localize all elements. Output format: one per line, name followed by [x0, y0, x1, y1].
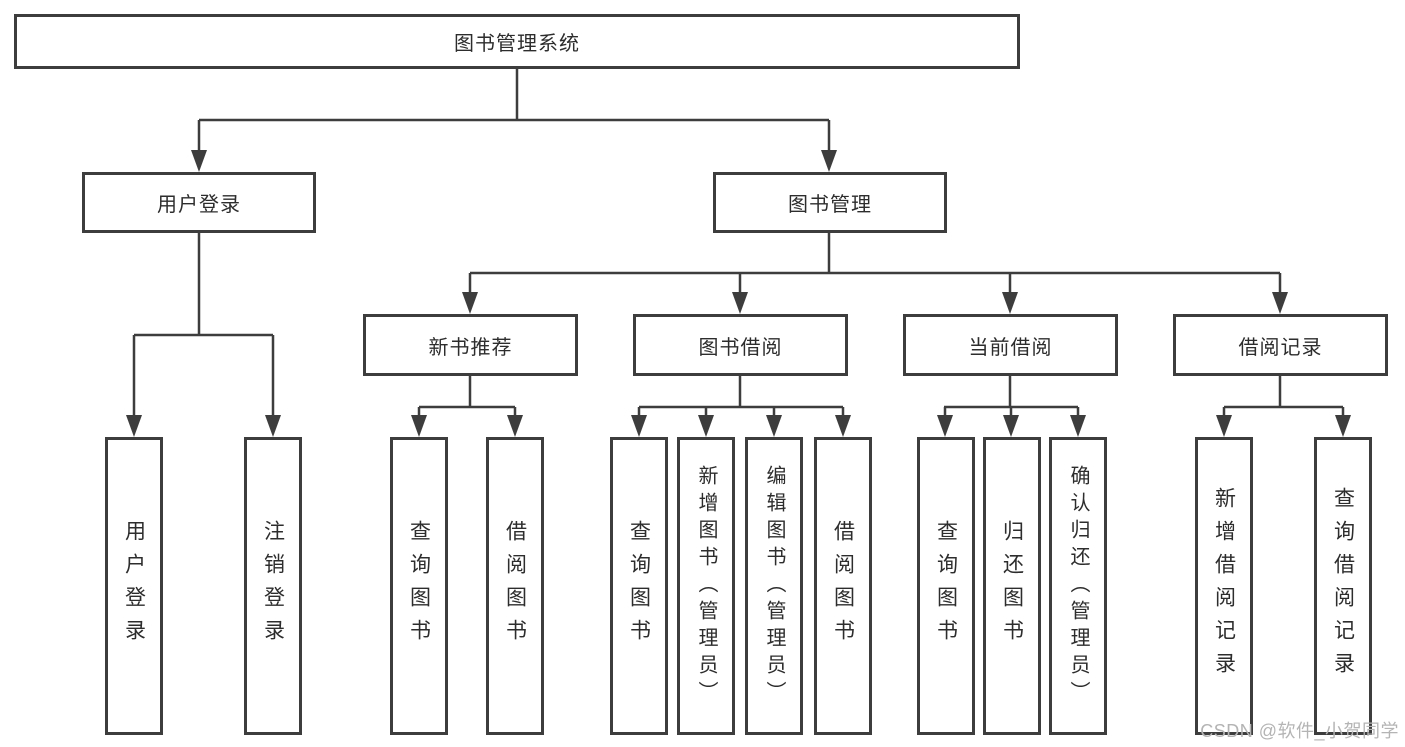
arrow-down-icon: [191, 150, 207, 172]
leaf-borrow-edit-books-admin-label: 编辑图书（管理员）: [763, 464, 785, 708]
node-user-login: 用户登录: [82, 172, 316, 233]
arrow-down-icon: [835, 415, 851, 437]
arrow-down-icon: [1335, 415, 1351, 437]
leaf-current-query-books: 查询图书: [917, 437, 975, 735]
node-current-borrow: 当前借阅: [903, 314, 1118, 376]
leaf-borrow-borrow-books: 借阅图书: [814, 437, 872, 735]
node-borrow-records-label: 借阅记录: [1238, 336, 1323, 359]
leaf-user-login-label: 用户登录: [122, 520, 146, 652]
leaf-borrow-query-books-label: 查询图书: [627, 520, 651, 652]
node-new-book-recommend-label: 新书推荐: [428, 336, 513, 359]
node-borrow-records: 借阅记录: [1173, 314, 1388, 376]
node-new-book-recommend: 新书推荐: [363, 314, 578, 376]
leaf-newbook-query-books-label: 查询图书: [407, 520, 431, 652]
arrow-down-icon: [1272, 292, 1288, 314]
leaf-records-add-record-label: 新增借阅记录: [1212, 487, 1236, 685]
node-root-label: 图书管理系统: [454, 33, 580, 55]
leaf-borrow-borrow-books-label: 借阅图书: [831, 520, 855, 652]
node-root-system: 图书管理系统: [14, 14, 1020, 69]
leaf-user-login: 用户登录: [105, 437, 163, 735]
leaf-records-add-record: 新增借阅记录: [1195, 437, 1253, 735]
arrow-down-icon: [462, 292, 478, 314]
arrow-down-icon: [1216, 415, 1232, 437]
leaf-current-return-books-label: 归还图书: [1000, 520, 1024, 652]
leaf-current-confirm-return-admin-label: 确认归还（管理员）: [1067, 464, 1089, 708]
leaf-records-query-record: 查询借阅记录: [1314, 437, 1372, 735]
node-current-borrow-label: 当前借阅: [968, 336, 1053, 359]
leaf-borrow-query-books: 查询图书: [610, 437, 668, 735]
arrow-down-icon: [698, 415, 714, 437]
node-book-management-label: 图书管理: [788, 194, 872, 216]
arrow-down-icon: [126, 415, 142, 437]
leaf-borrow-edit-books-admin: 编辑图书（管理员）: [745, 437, 803, 735]
arrow-down-icon: [766, 415, 782, 437]
arrow-down-icon: [1070, 415, 1086, 437]
arrow-down-icon: [265, 415, 281, 437]
node-book-borrow-label: 图书借阅: [698, 336, 783, 359]
arrow-down-icon: [507, 415, 523, 437]
leaf-current-return-books: 归还图书: [983, 437, 1041, 735]
arrow-down-icon: [1003, 415, 1019, 437]
leaf-borrow-add-books-admin-label: 新增图书（管理员）: [695, 464, 717, 708]
leaf-logout-label: 注销登录: [261, 520, 285, 652]
arrow-down-icon: [821, 150, 837, 172]
leaf-newbook-borrow-books: 借阅图书: [486, 437, 544, 735]
leaf-records-query-record-label: 查询借阅记录: [1331, 487, 1355, 685]
leaf-current-confirm-return-admin: 确认归还（管理员）: [1049, 437, 1107, 735]
arrow-down-icon: [937, 415, 953, 437]
leaf-borrow-add-books-admin: 新增图书（管理员）: [677, 437, 735, 735]
node-book-management: 图书管理: [713, 172, 947, 233]
leaf-current-query-books-label: 查询图书: [934, 520, 958, 652]
arrow-down-icon: [411, 415, 427, 437]
node-book-borrow: 图书借阅: [633, 314, 848, 376]
arrow-down-icon: [732, 292, 748, 314]
csdn-watermark: CSDN @软件_小贺同学: [1200, 721, 1399, 741]
leaf-logout: 注销登录: [244, 437, 302, 735]
arrow-down-icon: [1002, 292, 1018, 314]
arrow-down-icon: [631, 415, 647, 437]
node-user-login-label: 用户登录: [157, 194, 241, 216]
leaf-newbook-borrow-books-label: 借阅图书: [503, 520, 527, 652]
leaf-newbook-query-books: 查询图书: [390, 437, 448, 735]
